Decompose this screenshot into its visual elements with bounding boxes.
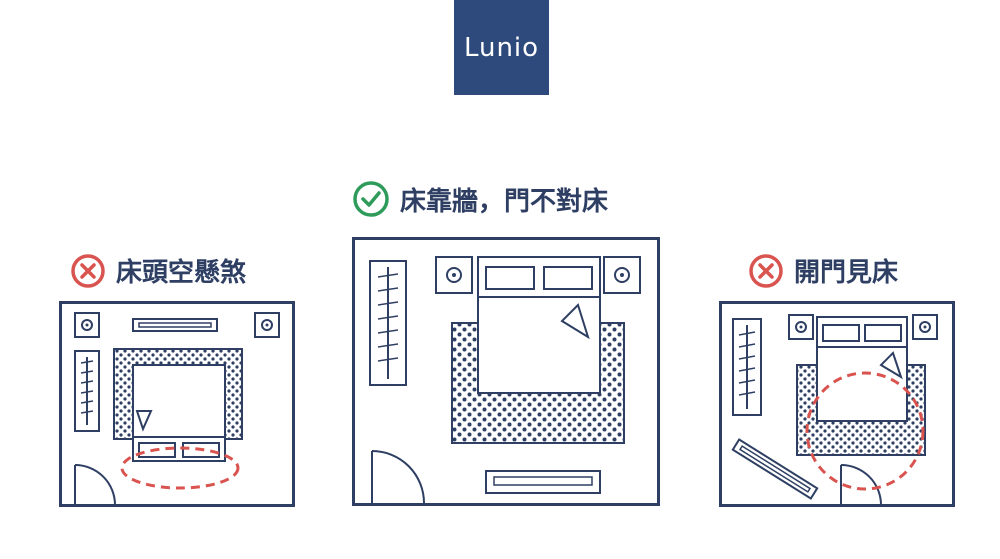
brand-logo: Lunio <box>454 0 549 95</box>
door <box>840 464 882 506</box>
wardrobe <box>732 318 762 416</box>
wardrobe <box>369 260 407 386</box>
center-label-text: 床靠牆，門不對床 <box>400 186 609 217</box>
nightstand-left <box>788 314 814 340</box>
left-label-text: 床頭空懸煞 <box>116 258 247 288</box>
bottom-dresser <box>485 470 601 494</box>
left-floor-plan <box>59 301 295 507</box>
x-circle-icon <box>749 253 783 288</box>
left-panel-label: 床頭空懸煞 <box>70 252 246 289</box>
door <box>371 450 425 504</box>
nightstand-right <box>254 312 280 338</box>
top-shelf <box>132 318 218 332</box>
diagonal-shelf <box>731 438 819 500</box>
center-floor-plan <box>352 237 660 506</box>
bed <box>477 256 601 394</box>
nightstand-right <box>912 314 938 340</box>
bed <box>816 316 908 422</box>
bed <box>132 364 226 462</box>
x-circle-icon <box>71 253 105 288</box>
check-circle-icon <box>353 181 389 217</box>
right-label-text: 開門見床 <box>794 258 899 288</box>
logo-text: Lunio <box>463 32 540 63</box>
problem-highlight <box>120 446 240 490</box>
right-floor-plan <box>719 301 955 507</box>
door <box>74 464 116 506</box>
right-panel-label: 開門見床 <box>748 252 898 289</box>
center-panel-label: 床靠牆，門不對床 <box>352 180 608 218</box>
wardrobe <box>74 350 100 432</box>
problem-highlight <box>805 371 925 491</box>
nightstand-left <box>74 312 100 338</box>
nightstand-right <box>603 256 641 294</box>
nightstand-left <box>435 256 473 294</box>
